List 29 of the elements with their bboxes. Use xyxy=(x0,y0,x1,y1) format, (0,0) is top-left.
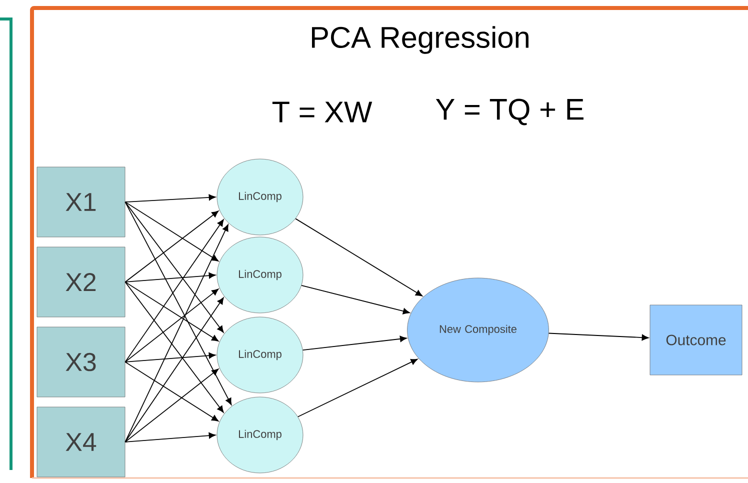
arrow xyxy=(124,352,216,362)
arrow xyxy=(302,336,407,351)
arrow xyxy=(124,194,216,202)
arrow xyxy=(124,202,232,405)
title: PCA Regression xyxy=(312,26,528,54)
arrow xyxy=(124,288,219,362)
arrow xyxy=(124,224,228,442)
arrow xyxy=(124,362,219,422)
arrow xyxy=(548,332,649,341)
arrow xyxy=(124,202,224,333)
arrow xyxy=(124,297,224,442)
process-box: X3 xyxy=(36,326,126,398)
arrow xyxy=(298,358,418,418)
equation: T = XW xyxy=(272,102,372,122)
arrow xyxy=(295,218,422,296)
arrow xyxy=(124,272,216,282)
arrow xyxy=(124,219,224,362)
process-box: X2 xyxy=(36,246,126,318)
outcome-box: Outcome xyxy=(650,304,742,376)
arrow xyxy=(124,432,216,442)
arrow xyxy=(301,285,410,314)
arrow xyxy=(124,282,224,413)
equation: Y = TQ + E xyxy=(436,98,584,126)
arrow xyxy=(124,210,219,282)
arrow xyxy=(124,368,219,442)
arrow xyxy=(124,282,219,342)
process-box: X4 xyxy=(36,406,126,478)
arrow xyxy=(124,202,219,262)
process-box: X1 xyxy=(36,166,126,238)
